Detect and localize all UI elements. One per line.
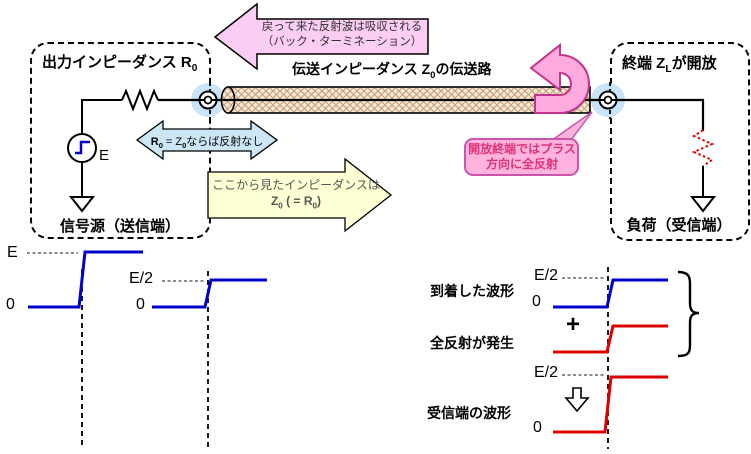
received-wave-high-label: E/2 [534,364,559,381]
received-waveform [553,375,668,434]
send-wave-zero-label: 0 [6,296,15,313]
mid-waveform [152,278,267,309]
match-double-arrow [135,119,279,161]
ground-symbol-right [689,196,717,213]
node-right-icon [598,90,618,110]
arrived-waveform [553,278,668,309]
back-arrow-label: 戻って来た反射波は吸収される （バック・ターミネーション） [256,20,428,50]
receiver-box [610,42,750,241]
sender-box-caption: 信号源（送信端） [59,218,180,235]
reflected-wave-label: 全反射が発生 [430,335,514,351]
received-wave-zero-label: 0 [533,419,542,436]
receiver-box-title: 終端 ZLが開放 [622,55,717,75]
send-wave-high-label: E [7,244,18,261]
sum-brace [677,270,700,358]
wire-source-to-resistor [81,99,122,134]
reflect-callout-line1: 開放終端ではプラス [468,142,576,156]
source-voltage-label: E [99,147,110,164]
open-load-resistor [691,129,715,167]
impedance-arrow [207,157,393,233]
back-termination-arrow [213,2,429,71]
impedance-arrow-line1: ここから見たインピーダンスは [212,178,380,192]
sender-box-title: 出力インピーダンス R0 [42,54,198,74]
transmission-line-label: 伝送インピーダンス Z0の伝送路 [292,61,492,81]
match-arrow-label: R0 = Z0ならば反射なし [150,136,264,151]
arrived-wave-zero-label: 0 [532,293,541,310]
reflected-waveform [553,324,668,354]
source-resistor [121,88,159,112]
mid-wave-zero-label: 0 [136,296,145,313]
reflect-callout-label: 開放終端ではプラス 方向に全反射 [466,142,578,172]
send-waveform [28,250,143,309]
arrived-wave-high-label: E/2 [534,267,559,284]
received-wave-label: 受信端の波形 [427,405,511,421]
center-conductor-wire [158,98,705,131]
signal-source-icon [67,133,97,163]
reflect-callout-line2: 方向に全反射 [485,157,558,171]
impedance-arrow-label: ここから見たインピーダンスは Z0 ( = R0) [212,177,380,211]
reflect-callout-box [464,138,579,176]
node-left-icon [198,90,218,110]
arrived-wave-label: 到着した波形 [430,283,514,299]
result-down-arrow-icon [564,387,590,413]
ground-symbol-left [68,196,96,213]
back-arrow-line2: （バック・ターミネーション） [261,36,423,48]
back-arrow-line1: 戻って来た反射波は吸収される [261,21,423,33]
receiver-box-caption: 負荷（受信端） [626,217,732,234]
impedance-arrow-line2: Z0 ( = R0) [270,194,322,211]
mid-wave-high-label: E/2 [129,270,154,287]
plus-sign: + [566,311,581,338]
uturn-reflection-arrow [529,42,590,114]
